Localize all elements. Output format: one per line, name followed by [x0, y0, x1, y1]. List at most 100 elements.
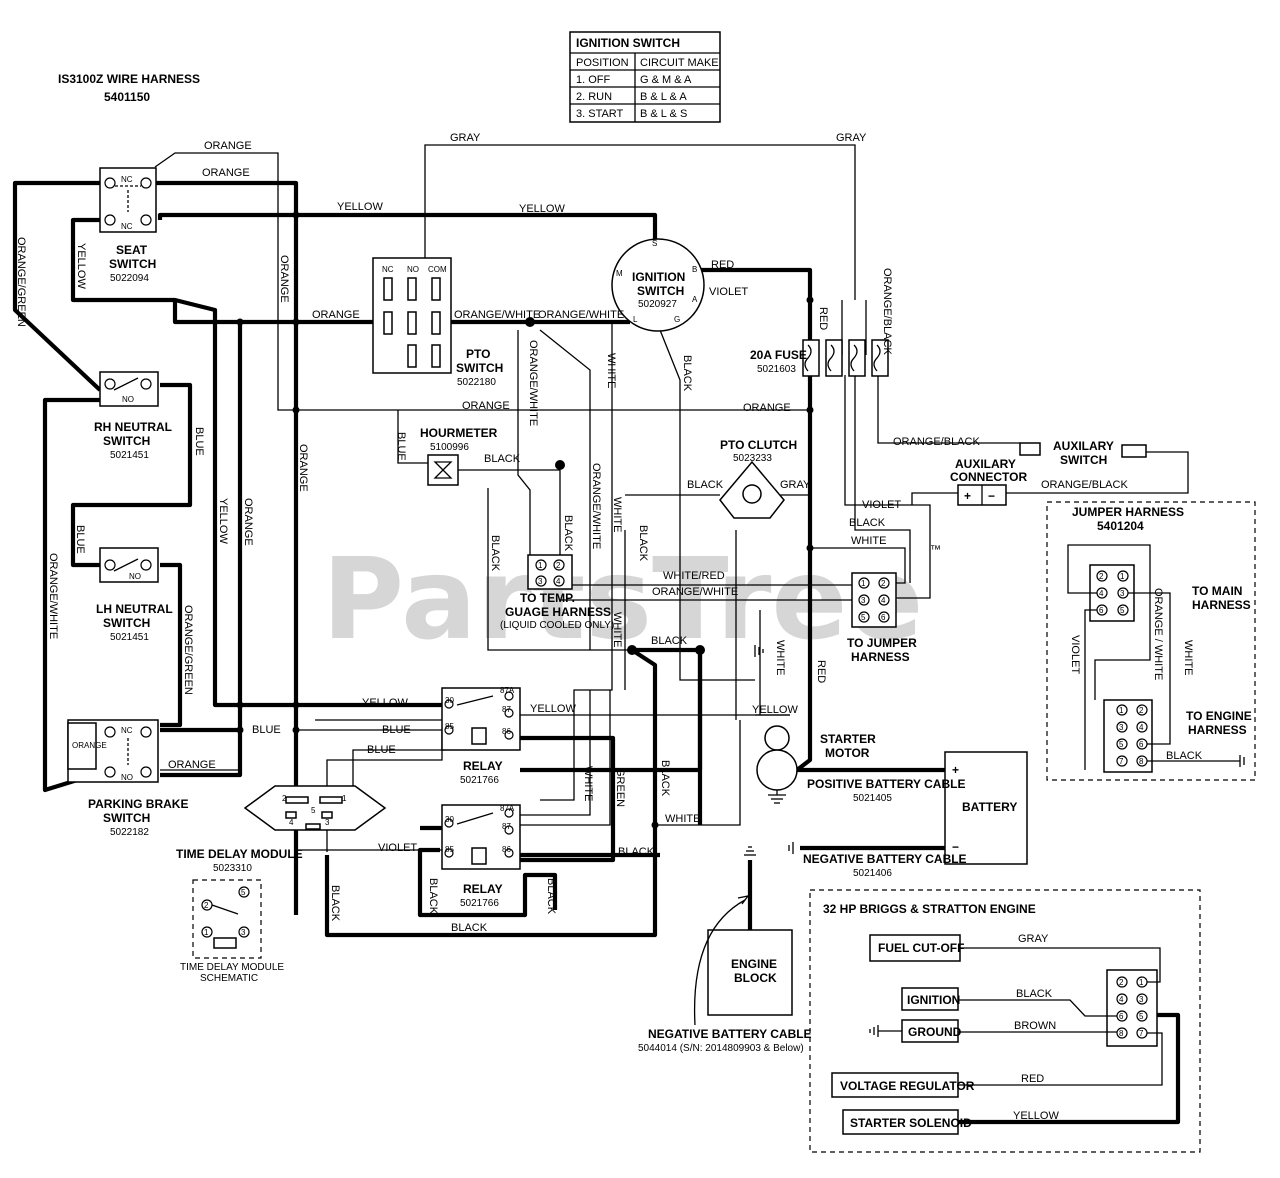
ign-terminal-b: B — [692, 265, 697, 274]
engine-block-name: ENGINE — [731, 957, 777, 971]
pin-label: 7 — [1139, 1029, 1144, 1038]
wire-labels: ORANGE ORANGE GRAY GRAY YELLOW YELLOW OR… — [15, 132, 1203, 1122]
relay-2: 30 87A 87 85 86 RELAY 5021766 — [441, 804, 521, 909]
pin-label: 2 — [1139, 706, 1144, 715]
parking-brake-part: 5022182 — [110, 827, 149, 838]
relay-pin: 30 — [445, 696, 454, 705]
wire-label: ORANGE/BLACK — [893, 436, 980, 448]
no-mark: NO — [121, 773, 133, 782]
seat-switch-name: SEAT — [116, 243, 148, 257]
wire-label: ORANGE/GREEN — [15, 237, 27, 327]
to-jumper-name: HARNESS — [851, 650, 910, 664]
neg-cable-part: 5021406 — [853, 868, 892, 879]
pin-label: 3 — [861, 596, 866, 605]
pto-pin-no: NO — [407, 265, 419, 274]
wire-label: YELLOW — [519, 203, 565, 215]
module-pin: 1 — [342, 794, 347, 803]
wire-label: ORANGE — [743, 402, 791, 414]
wire-label: RED — [815, 660, 827, 683]
jumper-title: JUMPER HARNESS — [1072, 505, 1184, 519]
wire-label: ORANGE — [297, 444, 309, 492]
pto-pin-com: COM — [428, 265, 447, 274]
table-cell: 1. OFF — [576, 74, 611, 86]
wire-label: ORANGE/WHITE — [47, 553, 59, 639]
aux-connector: + − AUXILARY CONNECTOR — [950, 457, 1027, 506]
wire-label: YELLOW — [362, 697, 408, 709]
wire-label: RED — [1021, 1073, 1044, 1085]
engine-box: STARTER SOLENOID — [850, 1116, 972, 1130]
time-delay-schem: SCHEMATIC — [200, 973, 258, 984]
relay-pin: 87 — [502, 822, 511, 831]
wire-label: BLACK — [329, 885, 341, 922]
module-pin: 5 — [311, 806, 316, 815]
table-cell: G & M & A — [640, 74, 692, 86]
pto-clutch-name: PTO CLUTCH — [720, 438, 797, 452]
wire-label: WHITE — [605, 353, 617, 388]
wire-label: ORANGE/GREEN — [182, 605, 194, 695]
ign-terminal-a: A — [692, 295, 698, 304]
starter-name: MOTOR — [825, 746, 870, 760]
wire-label: GRAY — [780, 479, 811, 491]
wire-label: ORANGE/WHITE — [538, 309, 624, 321]
wire-label: WHITE/RED — [663, 570, 725, 582]
no-mark: NO — [122, 395, 134, 404]
aux-switch: AUXILARY SWITCH — [1019, 439, 1147, 467]
ign-terminal-s: S — [652, 239, 657, 248]
wire-label: GRAY — [836, 132, 867, 144]
hourmeter-name: HOURMETER — [420, 426, 498, 440]
thin-wires — [154, 144, 1189, 852]
pin-label: 1 — [1139, 978, 1144, 987]
wire-label: BLACK — [651, 635, 688, 647]
relay-2-name: RELAY — [463, 882, 503, 896]
temp-gauge-name: GUAGE HARNESS — [505, 605, 611, 619]
temp-gauge-name: TO TEMP. — [520, 591, 575, 605]
wire-label: BLUE — [367, 744, 396, 756]
wire-label: ORANGE — [312, 309, 360, 321]
fuse-part: 5021603 — [757, 364, 796, 375]
pin-label: 4 — [1119, 995, 1124, 1004]
nc-mark: NC — [121, 726, 133, 735]
pos-cable-part: 5021405 — [853, 793, 892, 804]
engine-block-name: BLOCK — [734, 971, 777, 985]
wire-label: ORANGE — [242, 498, 254, 546]
wire-label: BLACK — [427, 878, 439, 915]
pin-label: 2 — [1099, 572, 1104, 581]
junction-dots — [236, 211, 814, 829]
harness-part: 5401150 — [104, 90, 150, 104]
module-pin: 5 — [241, 888, 246, 897]
pin-label: 2 — [1119, 978, 1124, 987]
relay-1-name: RELAY — [463, 759, 503, 773]
engine-box: FUEL CUT-OFF — [878, 941, 964, 955]
table-cell: 2. RUN — [576, 91, 612, 103]
wire-label: YELLOW — [530, 703, 576, 715]
battery-name: BATTERY — [962, 800, 1017, 814]
pin-label: 2 — [881, 579, 886, 588]
temp-gauge-note: (LIQUID COOLED ONLY) — [500, 620, 614, 631]
ignition-table-title: IGNITION SWITCH — [576, 36, 680, 50]
engine-box: GROUND — [908, 1025, 962, 1039]
engine-title: 32 HP BRIGGS & STRATTON ENGINE — [823, 902, 1036, 916]
hourmeter-part: 5100996 — [430, 442, 469, 453]
relay-pin: 86 — [502, 845, 511, 854]
ign-terminal-g: G — [674, 315, 680, 324]
starter-name: STARTER — [820, 732, 876, 746]
module-pin: 1 — [204, 928, 209, 937]
rh-neutral-name: RH NEUTRAL — [94, 420, 172, 434]
aux-plus: + — [964, 489, 971, 503]
relay-pin: 87 — [502, 705, 511, 714]
wire-label: BLACK — [637, 525, 649, 562]
wire-label: BLACK — [659, 760, 671, 797]
wire-label: BLUE — [252, 724, 281, 736]
wire-label: GREEN — [614, 768, 626, 807]
jumper-part: 5401204 — [1097, 519, 1144, 533]
wire-label: ORANGE / WHITE — [1152, 588, 1164, 680]
wire-label: ORANGE — [204, 140, 252, 152]
wire-label: RED — [711, 259, 734, 271]
pto-switch-part: 5022180 — [457, 377, 496, 388]
rh-neutral-part: 5021451 — [110, 450, 149, 461]
table-header: CIRCUIT MAKE — [640, 57, 719, 69]
orange-tag: ORANGE — [72, 741, 107, 750]
wire-label: BLACK — [1016, 988, 1053, 1000]
pin-label: 6 — [881, 613, 886, 622]
pin-label: 4 — [1099, 589, 1104, 598]
